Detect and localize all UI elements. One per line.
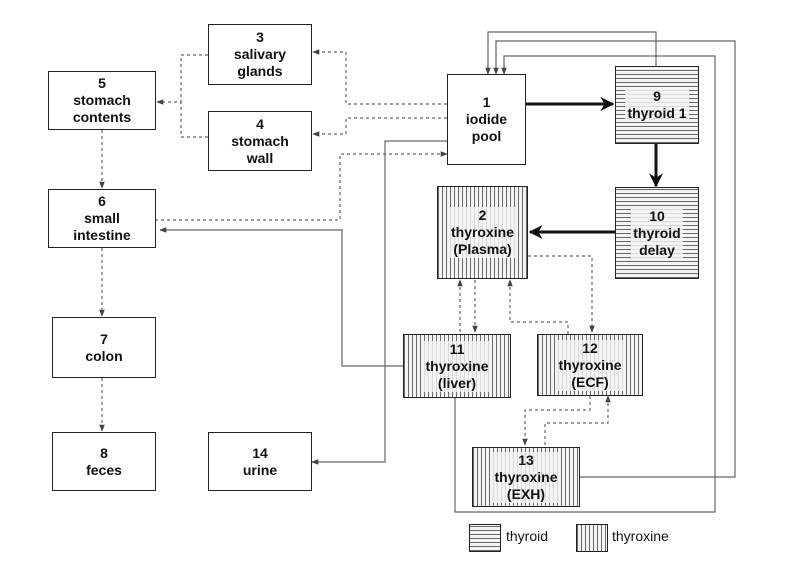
compartment-10-thyroid-delay: 10 thyroid delay [615, 187, 699, 279]
edge-13-to-12 [544, 395, 611, 445]
edge-1-to-14 [311, 140, 447, 465]
edge-2-to-12 [528, 255, 595, 333]
compartment-1-iodide-pool: 1 iodide pool [447, 74, 526, 165]
edge-13-to-1 [493, 40, 736, 478]
compartment-12-thyroxine-ecf: 12 thyroxine (ECF) [537, 334, 643, 396]
edge-6-to-1 [155, 151, 448, 221]
edge-12-to-13 [522, 396, 591, 446]
edge-12-to-2 [507, 279, 569, 334]
edge-11-to-6 [159, 227, 403, 367]
legend-swatch-thyroxine [576, 524, 608, 552]
edge-9-to-1 [485, 31, 657, 75]
compartment-7-colon: 7 colon [52, 317, 156, 378]
edge-1-to-4 [312, 117, 447, 137]
edge-3-to-5 [156, 54, 208, 105]
compartment-11-thyroxine-liver: 11 thyroxine (liver) [403, 334, 511, 398]
compartment-8-feces: 8 feces [52, 432, 156, 491]
compartment-5-stomach-contents: 5 stomach contents [48, 71, 156, 130]
compartment-13-thyroxine-exh: 13 thyroxine (EXH) [472, 447, 580, 507]
legend-label-thyroid: thyroid [506, 528, 549, 544]
legend-swatch-thyroid [469, 524, 501, 552]
edge-1-to-3 [312, 49, 447, 105]
legend-label-thyroxine: thyroxine [612, 528, 669, 544]
compartment-3-salivary-glands: 3 salivary glands [208, 24, 312, 85]
compartment-9-thyroid-1: 9 thyroid 1 [615, 66, 699, 144]
edge-11-to-2-solid [454, 55, 716, 513]
compartment-14-urine: 14 urine [208, 432, 312, 491]
edge-4-to-5 [180, 102, 208, 138]
compartment-4-stomach-wall: 4 stomach wall [208, 111, 312, 171]
compartment-6-small-intestine: 6 small intestine [48, 189, 156, 248]
compartment-2-thyroxine-plasma: 2 thyroxine (Plasma) [437, 186, 528, 279]
